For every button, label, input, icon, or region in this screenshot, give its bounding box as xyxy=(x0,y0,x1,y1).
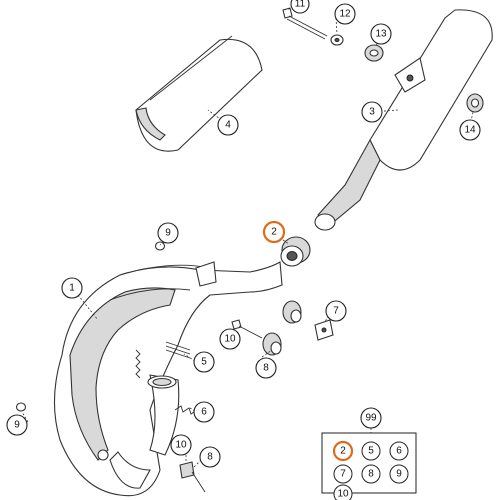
callout-10-upper: 10 xyxy=(219,328,241,350)
part-10-bolt-lower xyxy=(179,461,206,493)
kit-item-8: 8 xyxy=(361,464,381,484)
svg-text:2: 2 xyxy=(271,227,277,238)
svg-text:8: 8 xyxy=(207,452,213,463)
callout-8: 8 xyxy=(255,357,277,379)
part-1-header-pipe xyxy=(53,261,283,497)
svg-text:6: 6 xyxy=(396,446,402,457)
part-8-damper-upper xyxy=(282,300,302,324)
part-2-sleeve xyxy=(280,236,311,267)
part-14-grommet xyxy=(466,93,484,113)
part-8-damper-lower xyxy=(262,332,282,356)
svg-text:14: 14 xyxy=(464,125,476,136)
svg-text:5: 5 xyxy=(201,357,207,368)
callout-9-lower: 9 xyxy=(6,414,28,436)
callout-10-lower: 10 xyxy=(170,434,192,456)
svg-text:13: 13 xyxy=(375,29,387,40)
svg-text:10: 10 xyxy=(337,489,349,500)
svg-text:5: 5 xyxy=(368,446,374,457)
callout-1: 1 xyxy=(61,277,83,299)
callout-7: 7 xyxy=(325,300,347,322)
svg-text:1: 1 xyxy=(69,283,75,294)
part-12-washer xyxy=(330,34,344,46)
svg-text:99: 99 xyxy=(365,413,377,424)
callout-13: 13 xyxy=(370,23,392,45)
svg-text:7: 7 xyxy=(340,469,346,480)
part-7-clip xyxy=(314,319,334,341)
part-9-nut-upper xyxy=(154,241,166,251)
callout-12: 12 xyxy=(334,3,356,25)
kit-item-2: 2 xyxy=(332,440,354,462)
part-6-spring-left xyxy=(135,349,141,379)
kit-item-10: 10 xyxy=(333,484,353,500)
part-5-pins xyxy=(165,341,191,359)
kit-item-9: 9 xyxy=(389,464,409,484)
kit-item-5: 5 xyxy=(361,441,381,461)
callout-4: 4 xyxy=(217,114,239,136)
svg-text:8: 8 xyxy=(263,363,269,374)
part-13-grommet xyxy=(364,44,384,62)
svg-text:9: 9 xyxy=(396,469,402,480)
svg-text:11: 11 xyxy=(295,0,306,10)
callout-9-upper: 9 xyxy=(157,222,179,244)
svg-text:12: 12 xyxy=(339,9,351,20)
part-4-heat-shield xyxy=(135,35,263,152)
svg-text:4: 4 xyxy=(225,120,231,131)
svg-text:9: 9 xyxy=(165,228,171,239)
part-9-nut-lower xyxy=(15,402,27,412)
svg-text:10: 10 xyxy=(175,440,187,451)
svg-text:8: 8 xyxy=(368,469,374,480)
callout-14: 14 xyxy=(459,119,481,141)
part-3-silencer xyxy=(314,9,493,231)
svg-text:10: 10 xyxy=(224,334,236,345)
callout-5: 5 xyxy=(193,351,215,373)
kit-item-6: 6 xyxy=(389,441,409,461)
kit-item-7: 7 xyxy=(333,464,353,484)
part-11-bolt xyxy=(282,7,328,40)
callout-8-lower: 8 xyxy=(199,446,221,468)
part-10-bolt-upper xyxy=(231,319,263,339)
svg-text:6: 6 xyxy=(201,407,207,418)
callout-11: 11 xyxy=(290,0,310,14)
callout-6: 6 xyxy=(193,401,215,423)
svg-text:2: 2 xyxy=(340,446,346,457)
callout-2: 2 xyxy=(262,220,286,244)
callout-99: 99 xyxy=(360,407,382,429)
svg-text:3: 3 xyxy=(369,107,375,118)
callout-3: 3 xyxy=(361,101,383,123)
svg-text:7: 7 xyxy=(333,306,339,317)
svg-text:9: 9 xyxy=(14,420,20,431)
